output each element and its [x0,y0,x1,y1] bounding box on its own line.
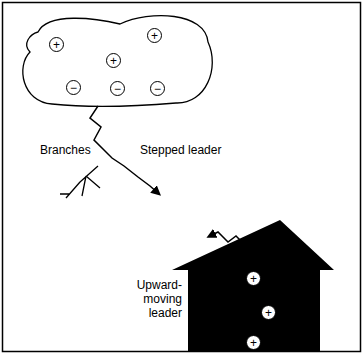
part-label: Upward-moving leader [110,278,182,320]
charge-circle: − [66,80,81,95]
upward-leader [210,232,244,244]
charge-circle: − [110,81,125,96]
part-label: Branches [40,143,91,157]
charge-sign: + [250,337,257,349]
frame [3,3,361,352]
charge-sign: + [151,30,158,42]
charge-sign: − [70,82,77,94]
charge-sign: + [250,273,257,285]
charge-circle: + [246,271,261,286]
charge-sign: + [110,55,117,67]
charge-circle: + [261,305,276,320]
house [172,220,334,352]
charge-circle: + [147,28,162,43]
charge-circle: + [106,53,121,68]
charge-circle: + [246,335,261,350]
charge-circle: − [150,81,165,96]
charge-circle: + [49,37,64,52]
charge-sign: − [114,83,121,95]
charge-sign: − [154,83,161,95]
charge-sign: + [265,307,272,319]
part-label: Stepped leader [140,143,221,157]
branches [60,166,100,198]
cloud-outline [23,16,212,107]
charge-sign: + [53,39,60,51]
